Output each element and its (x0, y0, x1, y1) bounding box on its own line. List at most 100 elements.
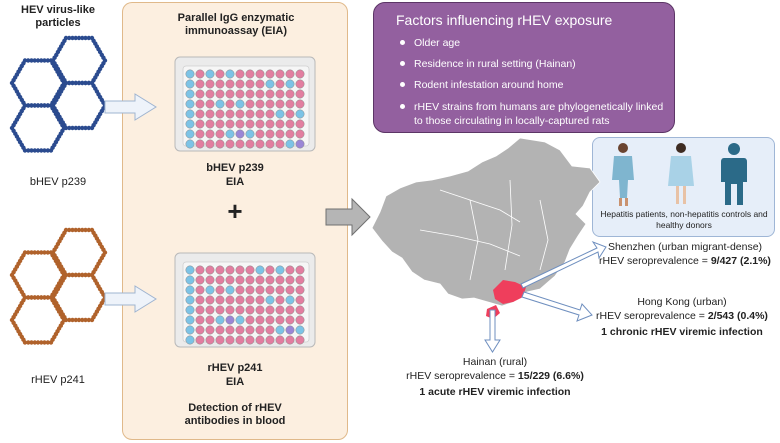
plate-well (275, 265, 285, 275)
plate-well (225, 69, 235, 79)
plus-sign: + (227, 196, 243, 226)
particle-bead (76, 227, 82, 233)
plate-well (275, 129, 285, 139)
particle-bead (80, 125, 85, 131)
plate-well (295, 129, 305, 139)
healthy-donor-figure-icon (721, 143, 747, 205)
plate-well (285, 99, 295, 109)
particle-bead (35, 58, 41, 63)
plate-well (285, 79, 295, 89)
plate-well (195, 275, 205, 285)
plate-well (245, 79, 255, 89)
plate-well (215, 315, 225, 325)
vlp-title: HEV virus-like particles (6, 4, 110, 30)
particle-bead (29, 295, 34, 300)
plate-well (275, 285, 285, 295)
detection-label: Detection of rHEV antibodies in blood (184, 402, 286, 428)
plate-well (265, 325, 275, 335)
particle-bead (73, 125, 79, 131)
hongkong-value: 2/543 (0.4%) (707, 309, 768, 322)
plate-well (185, 139, 195, 149)
plate-well (185, 99, 195, 109)
particle-bead (67, 80, 72, 86)
plate-well (285, 325, 295, 335)
particle-bead (35, 340, 41, 345)
plate2-label: rHEV p241 (207, 362, 263, 374)
plate-well (195, 265, 205, 275)
plate-well (245, 285, 255, 295)
plate-well (245, 265, 255, 275)
plate-well (185, 315, 195, 325)
plate-well (245, 129, 255, 139)
particle-bead (83, 80, 88, 86)
hainan-note: 1 acute rHEV viremic infection (419, 386, 571, 399)
particle-bead (29, 340, 34, 345)
plate-well (215, 325, 225, 335)
plate-well (205, 129, 215, 139)
plate-well (285, 119, 295, 129)
plate-well (185, 89, 195, 99)
plate-well (185, 129, 195, 139)
particle-bead (35, 103, 41, 108)
particle-bead (89, 272, 95, 278)
plate-well (215, 295, 225, 305)
plate-well (225, 335, 235, 345)
plate-well (295, 275, 305, 285)
plate-well (205, 139, 215, 149)
shenzhen-arrow-icon (520, 240, 607, 289)
plate-well (275, 99, 285, 109)
particle-bead (89, 80, 95, 86)
plate-well (205, 335, 215, 345)
plate-well (235, 119, 245, 129)
particle-bead (45, 148, 50, 153)
particle-bead (86, 317, 92, 323)
plate-well (225, 139, 235, 149)
particle-bead (63, 35, 69, 41)
plate-well (255, 139, 265, 149)
plate-well (195, 325, 205, 335)
plate-well (245, 315, 255, 325)
plate1-sub: EIA (225, 176, 245, 188)
plate-well (275, 315, 285, 325)
particle-bead (89, 317, 95, 323)
particle-bead (73, 227, 78, 233)
plate-well (215, 99, 225, 109)
plate-well (205, 69, 215, 79)
plate-well (285, 89, 295, 99)
particle-bead (29, 148, 34, 153)
plate-well (235, 69, 245, 79)
particle-bead (35, 250, 41, 255)
plate-well (245, 109, 255, 119)
factors-box: Factors influencing rHEV exposure Older … (373, 2, 675, 133)
rhev-particle-cluster (9, 227, 108, 345)
plate-well (235, 335, 245, 345)
plate-well (185, 79, 195, 89)
plate-well (185, 275, 195, 285)
particle-bead (60, 123, 65, 128)
particle-bead (76, 317, 82, 323)
plate-well (245, 325, 255, 335)
plate-well (255, 285, 265, 295)
plate-well (235, 265, 245, 275)
plate-well (235, 89, 245, 99)
plate-well (235, 129, 245, 139)
plate-well (285, 315, 295, 325)
particle-bead (45, 340, 50, 345)
particle-bead (67, 227, 72, 233)
plate-well (195, 119, 205, 129)
plate-well (225, 315, 235, 325)
plate-well (205, 305, 215, 315)
shenzhen-seroprevalence: rHEV seroprevalence = 9/427 (2.1%) (590, 255, 780, 269)
plate-well (215, 129, 225, 139)
hainan-label: Hainan (rural) rHEV seroprevalence = 15/… (395, 356, 595, 400)
particle-bead (73, 272, 79, 278)
hainan-prefix: rHEV seroprevalence = (406, 369, 518, 382)
particle-bead (39, 250, 44, 255)
plate-well (185, 109, 195, 119)
particle-bead (26, 250, 31, 255)
particle-bead (42, 148, 47, 153)
plate-well (225, 275, 235, 285)
plate-well (215, 119, 225, 129)
particle-bead (42, 103, 47, 108)
particle-bead (70, 272, 75, 278)
